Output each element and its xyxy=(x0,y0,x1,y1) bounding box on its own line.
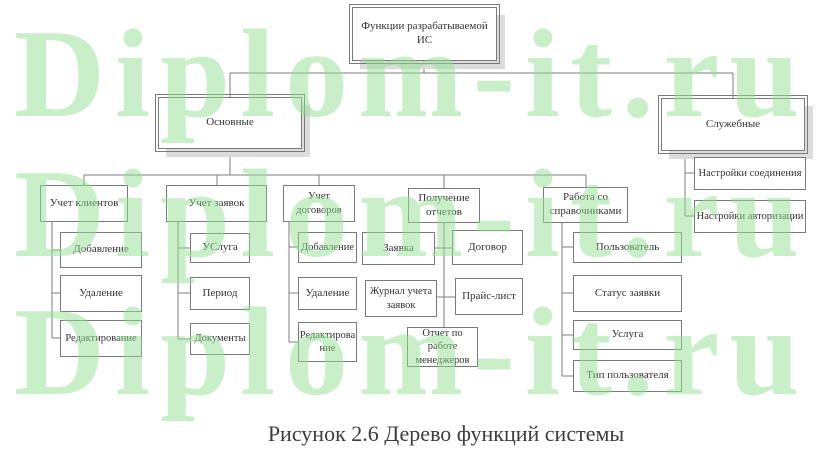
node-udalenie-2: Удаление xyxy=(298,277,357,310)
node-dogovor: Договор xyxy=(452,230,523,265)
node-polzovatel: Пользователь xyxy=(573,232,682,263)
node-udalenie-1: Удаление xyxy=(60,275,142,312)
node-redaktirovanie-2: Редактирование xyxy=(298,322,357,362)
node-dokumenty: Документы xyxy=(190,323,250,355)
node-period: Период xyxy=(190,277,250,310)
node-nastroyki-avtorizatsii: Настройки авторизации xyxy=(694,200,806,233)
node-nastroyki-soedineniya: Настройки соединения xyxy=(694,157,806,190)
node-usluga-2: Услуга xyxy=(573,320,682,350)
node-dobavlenie-1: Добавление xyxy=(60,232,142,268)
node-rabota-so-spravochnikami: Работа со справочниками xyxy=(543,187,628,223)
node-osnovnye: Основные xyxy=(155,94,305,152)
node-usluga-1: УСлуга xyxy=(190,233,250,263)
node-tip-polzovatelya: Тип пользователя xyxy=(573,360,682,392)
node-zhurnal-ucheta-zayavok: Журнал учета заявок xyxy=(365,280,437,317)
node-zayavka: Заявка xyxy=(362,232,435,265)
node-redaktirovanie-1: Редактирование xyxy=(60,320,142,357)
node-dobavlenie-2: Добавление xyxy=(298,232,357,263)
node-prays-list: Прайс-лист xyxy=(455,278,523,315)
node-uchet-dogovorov: Учет договоров xyxy=(283,185,355,222)
node-uchet-klientov: Учет клиентов xyxy=(40,185,128,222)
node-sluzhebnye: Служебные xyxy=(658,95,808,154)
node-uchet-zayavok: Учет заявок xyxy=(166,185,267,222)
node-otchet-po-rabote-menedzherov: Отчет по работе менеджеров xyxy=(407,327,478,367)
figure-caption: Рисунок 2.6 Дерево функций системы xyxy=(267,421,625,446)
node-root: Функции разрабатываемой ИС xyxy=(349,4,500,64)
node-poluchenie-otchetov: Получение отчетов xyxy=(408,188,480,223)
node-status-zayavki: Статус заявки xyxy=(573,275,682,312)
